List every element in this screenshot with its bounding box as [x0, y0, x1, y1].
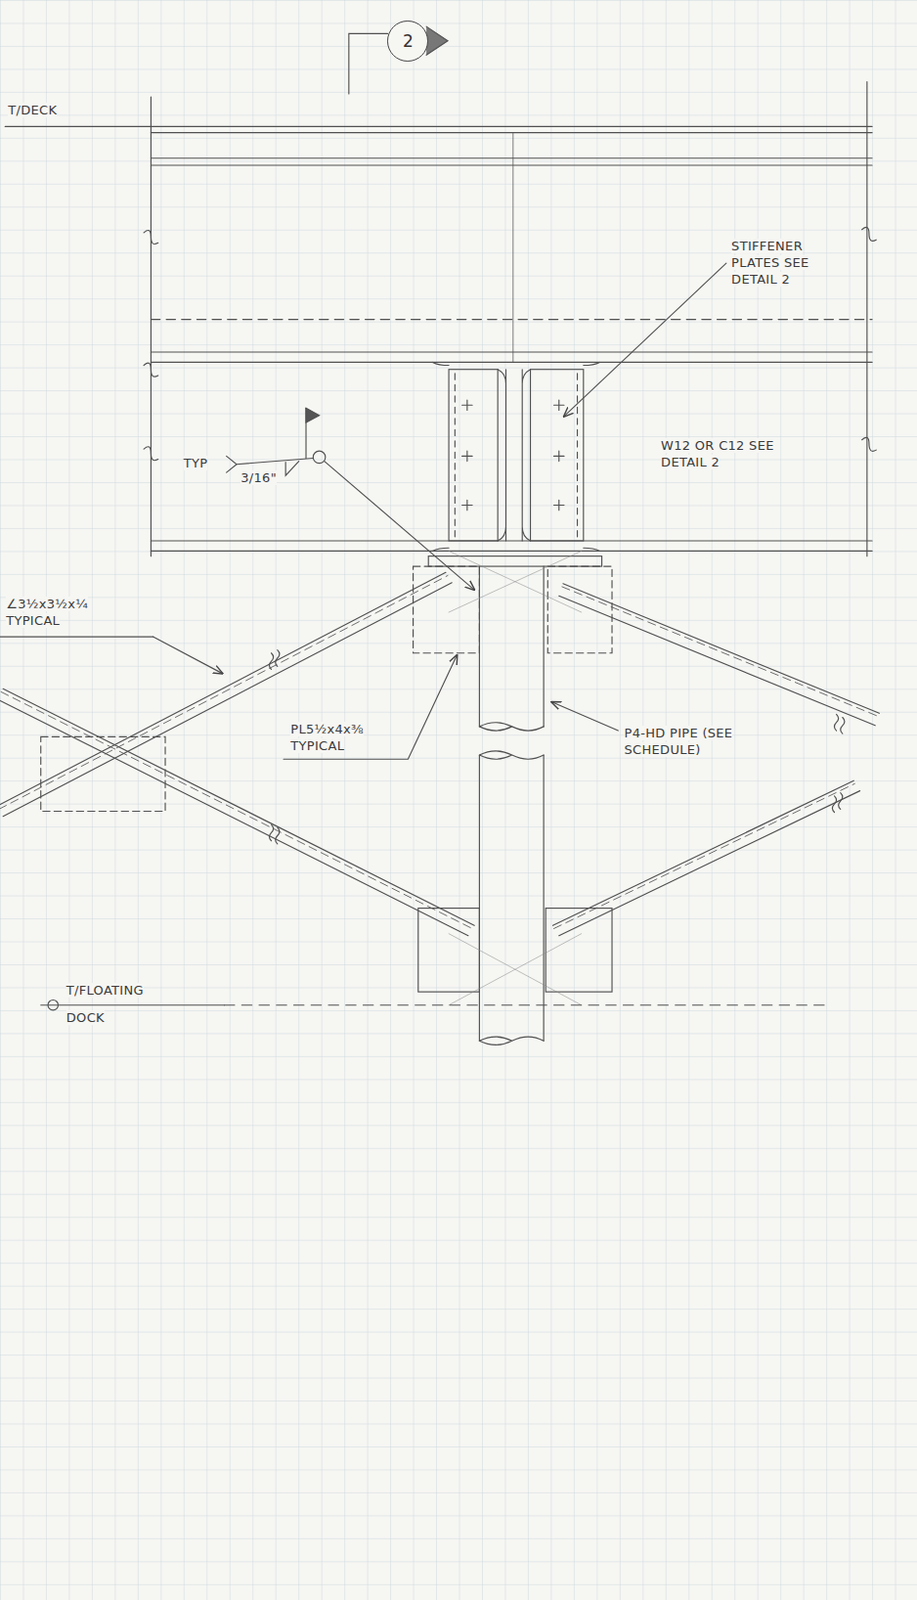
drawing-note: STIFFENER PLATES SEE DETAIL 2 [731, 237, 846, 288]
note-text: W12 OR C12 SEE DETAIL 2 [660, 437, 775, 470]
drawing-note: 3/16" [240, 469, 282, 486]
weld-tail [226, 455, 237, 473]
base-plate [428, 556, 602, 567]
note-text: T/DECK [7, 102, 57, 118]
level-line [224, 1004, 828, 1005]
leader-line [153, 636, 223, 674]
section-marker: 2 [387, 20, 429, 62]
level-line [4, 126, 151, 128]
leader-line [551, 701, 618, 731]
angle-brace [559, 583, 880, 726]
pipe-wall [479, 754, 544, 1041]
note-text: ∠3½x3½x¼ TYPICAL [5, 596, 88, 628]
field-weld-flag [305, 407, 320, 423]
angle-brace [553, 780, 861, 936]
drawing-note: ∠3½x3½x¼ TYPICAL [5, 595, 119, 629]
hidden-line [454, 373, 577, 537]
angle-brace [554, 783, 856, 928]
section-number: 2 [402, 31, 414, 51]
column-section [497, 369, 530, 541]
angle-brace [562, 586, 878, 717]
fillet-weld [432, 361, 600, 551]
gusset-plate [418, 908, 481, 993]
pencil-lines [0, 26, 879, 1045]
drawing-note: T/FLOATING DOCK [66, 976, 169, 1032]
angle-brace [0, 688, 475, 935]
drawing-note: PL5½x4x⅜ TYPICAL [290, 720, 393, 754]
section-arrow [426, 26, 448, 55]
hidden-line [150, 318, 873, 320]
leader-line [0, 635, 154, 637]
drawing-note: W12 OR C12 SEE DETAIL 2 [660, 436, 782, 471]
stiffener-plate [448, 369, 498, 541]
leader-line [564, 262, 727, 417]
drawing-note: T/DECK [7, 101, 131, 119]
note-text: 3/16" [240, 470, 277, 485]
note-text: PL5½x4x⅜ TYPICAL [290, 721, 364, 753]
stiffener-plate [530, 369, 584, 541]
fillet-symbol [285, 461, 300, 477]
beam-flange [150, 351, 873, 551]
note-text: T/FLOATING DOCK [66, 982, 144, 1025]
work-line [448, 550, 582, 1005]
leader-line [283, 655, 457, 759]
centre-line [512, 132, 514, 363]
weld-reference-line [236, 457, 313, 464]
angle-brace [0, 571, 452, 816]
angle-brace [0, 574, 448, 809]
drawing-note: P4-HD PIPE (SEE SCHEDULE) [624, 724, 768, 758]
deck-line [150, 126, 873, 166]
gusset-plate [545, 908, 612, 993]
pipe-break [479, 750, 544, 1045]
note-text: STIFFENER PLATES SEE DETAIL 2 [731, 238, 809, 287]
break-mark [143, 226, 876, 460]
drawing-note: TYP [183, 454, 225, 472]
weld-all-around [312, 450, 326, 464]
angle-brace [0, 691, 473, 928]
note-text: TYP [183, 455, 209, 471]
leader-line [324, 461, 475, 590]
note-text: P4-HD PIPE (SEE SCHEDULE) [624, 725, 734, 757]
section-cut-line [349, 33, 389, 94]
break-mark [268, 650, 844, 844]
pipe-break [479, 722, 544, 731]
gusset-plate [547, 566, 612, 654]
bolt-mark [462, 399, 565, 511]
level-line [41, 1004, 225, 1005]
gusset-plate [413, 566, 481, 654]
